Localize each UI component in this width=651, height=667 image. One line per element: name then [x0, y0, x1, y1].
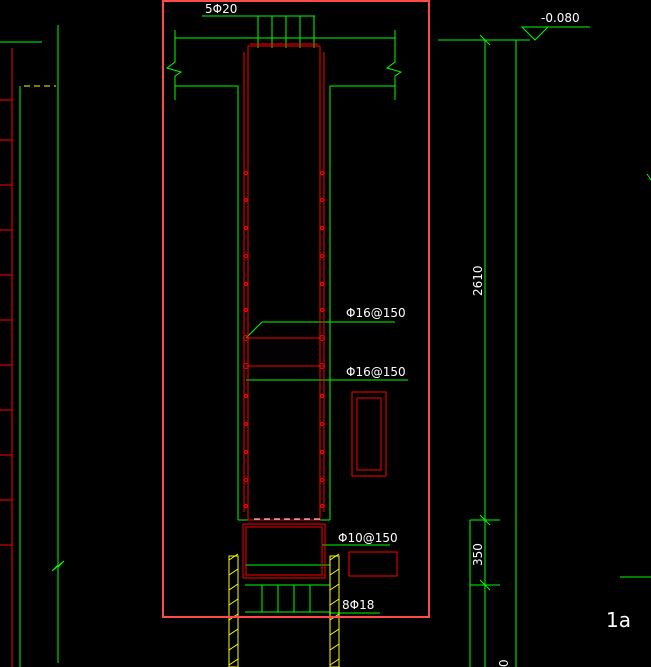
label-stirrup-lower: Φ16@150	[346, 365, 406, 379]
label-elevation: -0.080	[541, 11, 580, 25]
label-stirrup-upper: Φ16@150	[346, 306, 406, 320]
dim-base: 350	[471, 543, 485, 566]
section-mark: 1a	[606, 608, 631, 632]
rebar-dots	[243, 171, 325, 508]
left-partial-structure	[0, 25, 65, 667]
left-ticks	[0, 99, 12, 546]
piles	[228, 553, 340, 667]
elevation-marker	[520, 26, 590, 41]
selection-box[interactable]	[162, 0, 430, 618]
wall-rebar	[242, 43, 398, 579]
dim-height: 2610	[471, 265, 485, 296]
dimension-lines	[438, 34, 651, 667]
label-bottom-bars: 8Φ18	[342, 598, 374, 612]
label-top-bars: 5Φ20	[205, 2, 237, 16]
label-stirrup-base: Φ10@150	[338, 531, 398, 545]
dim-bottom: 0	[497, 659, 511, 667]
